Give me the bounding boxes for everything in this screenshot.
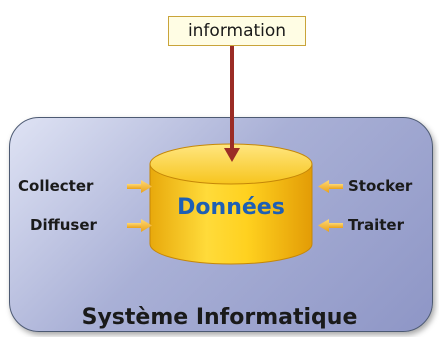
information-box: information [168, 16, 306, 46]
collecter-arrow [127, 180, 152, 193]
traiter-label: Traiter [348, 216, 404, 234]
stocker-arrow [318, 180, 343, 193]
stocker-label: Stocker [348, 177, 413, 195]
diffuser-arrow [127, 219, 152, 232]
traiter-arrow [318, 219, 343, 232]
collecter-label: Collecter [18, 177, 94, 195]
information-arrow [224, 45, 240, 162]
diffuser-label: Diffuser [30, 216, 97, 234]
information-label: information [187, 21, 287, 41]
datastore-label: Données [177, 195, 285, 220]
system-label: Système Informatique [81, 305, 358, 330]
database-cylinder [149, 143, 313, 265]
